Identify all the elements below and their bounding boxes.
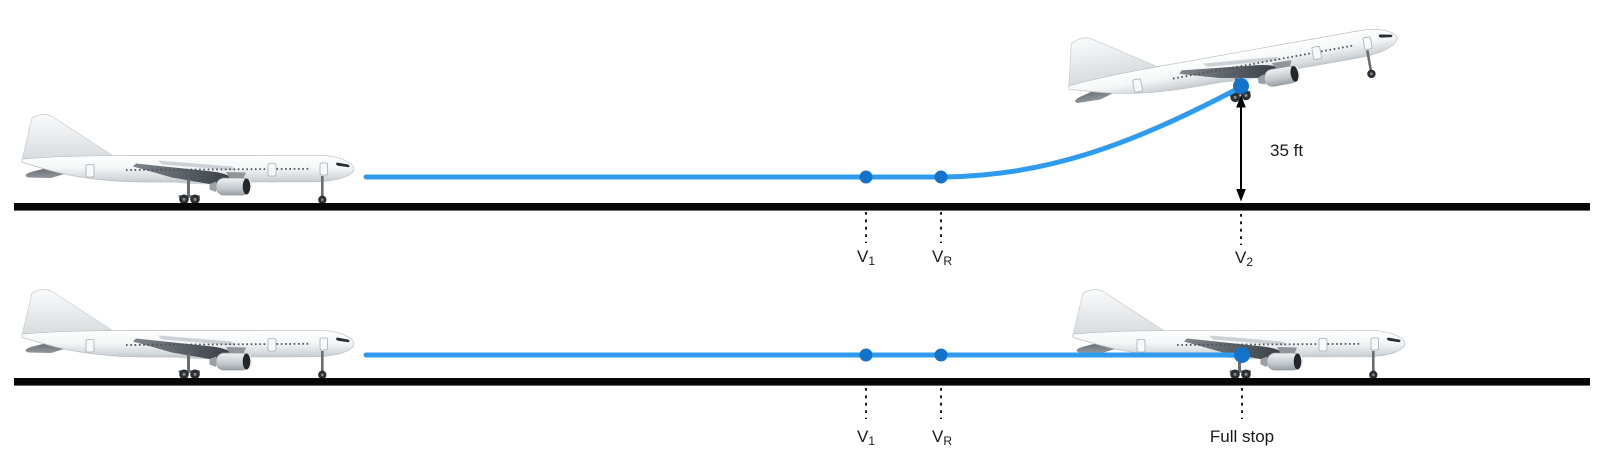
vr-dot-takeoff xyxy=(934,170,948,184)
v2-subscript: 2 xyxy=(1246,255,1254,269)
flight-path-takeoff xyxy=(363,84,1244,180)
v1-dot-takeoff xyxy=(859,170,873,184)
v1-letter-rejected: V xyxy=(856,427,869,446)
takeoff-scenario xyxy=(14,0,1590,245)
v1-subscript-takeoff: 1 xyxy=(868,254,876,268)
airplane-stopped xyxy=(1072,288,1406,381)
vr-subscript-rejected: R xyxy=(943,434,953,448)
v1-label-takeoff: V1 xyxy=(856,247,876,268)
v1-letter-takeoff: V xyxy=(856,247,869,266)
full-stop-dot xyxy=(1234,347,1250,363)
v1-label-rejected: V1 xyxy=(856,427,876,448)
v2-label: V2 xyxy=(1234,248,1254,269)
runway-takeoff xyxy=(14,203,1590,211)
screen-height-arrow xyxy=(1236,95,1246,202)
vr-letter-takeoff: V xyxy=(931,247,944,266)
runway-rejected xyxy=(14,378,1590,386)
vr-label-takeoff: VR xyxy=(931,247,953,268)
full-stop-label: Full stop xyxy=(1209,427,1275,446)
airplane-start-takeoff xyxy=(21,113,355,206)
screen-height-label: 35 ft xyxy=(1270,141,1304,160)
v1-dot-rejected xyxy=(859,348,873,362)
vr-subscript-takeoff: R xyxy=(943,254,953,268)
vr-dot-rejected xyxy=(934,348,948,362)
v2-dot xyxy=(1233,78,1249,94)
rejected-takeoff-scenario xyxy=(14,288,1590,419)
v1-subscript-rejected: 1 xyxy=(868,434,876,448)
v2-letter: V xyxy=(1234,248,1247,267)
airplane-airborne xyxy=(1059,0,1405,132)
vr-letter-rejected: V xyxy=(931,427,944,446)
vr-label-rejected: VR xyxy=(931,427,953,448)
airplane-start-rejected xyxy=(21,288,355,381)
